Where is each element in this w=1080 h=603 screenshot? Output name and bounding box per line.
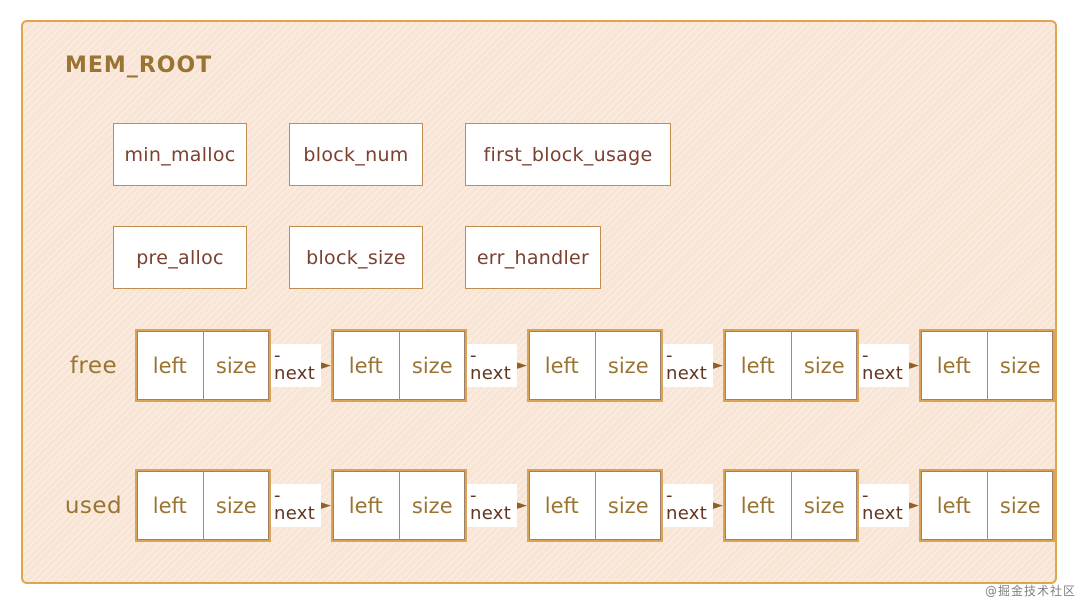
- list-label-free: free: [69, 352, 118, 379]
- next-pointer-label: -next: [663, 344, 713, 387]
- node-cell-left: left: [348, 353, 383, 378]
- list-node: left size: [919, 329, 1055, 402]
- mem-root-panel: MEM_ROOT min_malloc block_num first_bloc…: [21, 20, 1057, 584]
- next-pointer: -next►: [859, 484, 919, 527]
- field-err-handler: err_handler: [465, 226, 601, 289]
- node-cell-size: size: [790, 471, 858, 540]
- node-cell-size: size: [790, 331, 858, 400]
- node-cell-left: left: [544, 493, 579, 518]
- node-cell-left: left: [544, 353, 579, 378]
- arrow-right-icon: ►: [517, 358, 527, 373]
- arrow-right-icon: ►: [909, 358, 919, 373]
- panel-title: MEM_ROOT: [65, 53, 213, 78]
- list-node: left size: [527, 329, 663, 402]
- list-node: left size: [527, 469, 663, 542]
- node-cell-size: size: [398, 331, 466, 400]
- next-pointer: -next►: [467, 484, 527, 527]
- list-node: left size: [331, 469, 467, 542]
- arrow-right-icon: ►: [909, 498, 919, 513]
- field-row-2: pre_alloc block_size err_handler: [113, 226, 601, 289]
- watermark: @掘金技术社区: [984, 584, 1076, 598]
- field-min-malloc: min_malloc: [113, 123, 247, 186]
- next-pointer: -next►: [663, 484, 723, 527]
- list-node: left size: [331, 329, 467, 402]
- list-node: left size: [723, 329, 859, 402]
- node-cell-size: size: [594, 471, 662, 540]
- node-cell-size: size: [202, 331, 270, 400]
- next-pointer-label: -next: [271, 344, 321, 387]
- node-cell-size: size: [986, 331, 1054, 400]
- next-pointer: -next►: [271, 344, 331, 387]
- list-node: left size: [723, 469, 859, 542]
- field-block-size: block_size: [289, 226, 423, 289]
- node-cell-size: size: [986, 471, 1054, 540]
- next-pointer-label: -next: [467, 484, 517, 527]
- node-cell-size: size: [398, 471, 466, 540]
- list-node: left size: [135, 469, 271, 542]
- next-pointer: -next►: [859, 344, 919, 387]
- list-node: left size: [135, 329, 271, 402]
- next-pointer: -next►: [467, 344, 527, 387]
- next-pointer: -next►: [271, 484, 331, 527]
- node-cell-left: left: [740, 353, 775, 378]
- next-pointer-label: -next: [859, 484, 909, 527]
- arrow-right-icon: ►: [713, 358, 723, 373]
- arrow-right-icon: ►: [517, 498, 527, 513]
- node-cell-left: left: [348, 493, 383, 518]
- list-node: left size: [919, 469, 1055, 542]
- node-cell-left: left: [740, 493, 775, 518]
- field-block-num: block_num: [289, 123, 423, 186]
- node-cell-left: left: [152, 493, 187, 518]
- next-pointer-label: -next: [271, 484, 321, 527]
- arrow-right-icon: ►: [713, 498, 723, 513]
- next-pointer: -next►: [663, 344, 723, 387]
- next-pointer-label: -next: [663, 484, 713, 527]
- next-pointer-label: -next: [859, 344, 909, 387]
- node-cell-size: size: [594, 331, 662, 400]
- field-row-1: min_malloc block_num first_block_usage: [113, 123, 671, 186]
- node-cell-left: left: [152, 353, 187, 378]
- node-cell-left: left: [936, 353, 971, 378]
- arrow-right-icon: ►: [321, 498, 331, 513]
- field-pre-alloc: pre_alloc: [113, 226, 247, 289]
- node-cell-left: left: [936, 493, 971, 518]
- next-pointer-label: -next: [467, 344, 517, 387]
- field-first-block-usage: first_block_usage: [465, 123, 671, 186]
- node-cell-size: size: [202, 471, 270, 540]
- list-label-used: used: [64, 492, 123, 519]
- arrow-right-icon: ►: [321, 358, 331, 373]
